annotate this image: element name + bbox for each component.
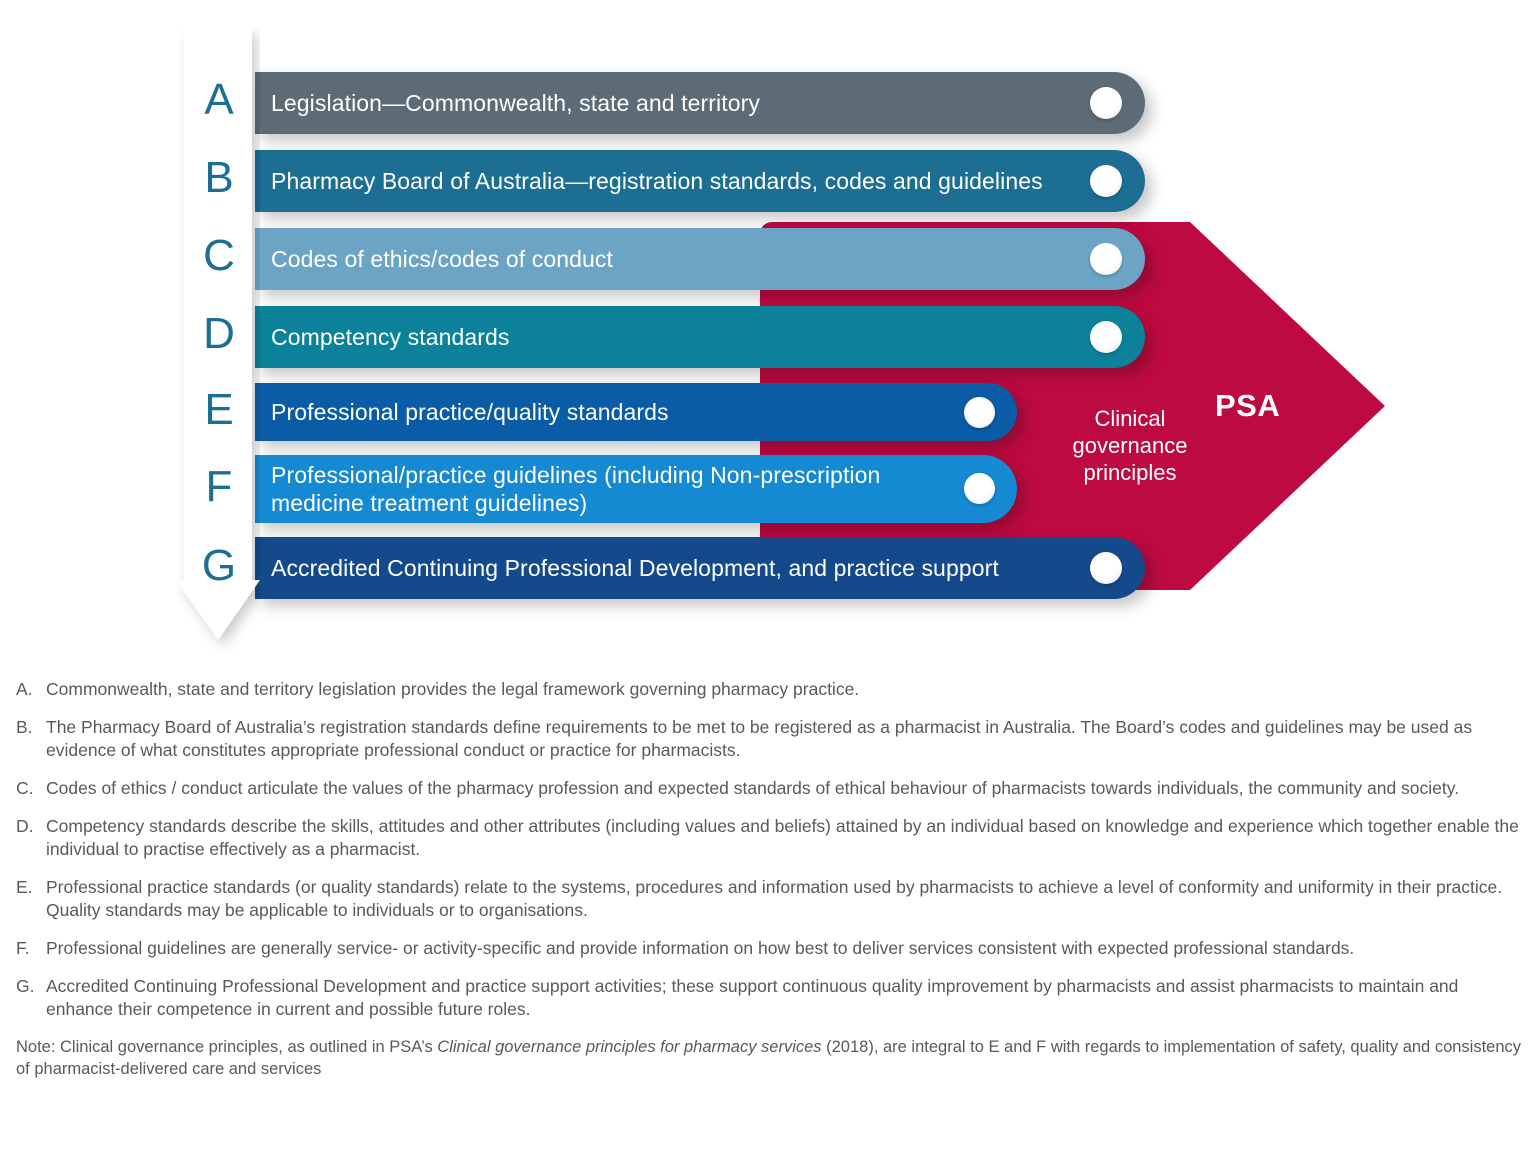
- note-body-b: The Pharmacy Board of Australia’s regist…: [46, 717, 1473, 760]
- note-key-d: D.: [16, 816, 34, 836]
- note-key-e: E.: [16, 877, 33, 897]
- framework-row-g[interactable]: Accredited Continuing Professional Devel…: [255, 537, 1145, 599]
- framework-row-d[interactable]: Competency standards: [255, 306, 1145, 368]
- framework-row-g-dot: [1090, 552, 1122, 584]
- framework-row-d-dot: [1090, 321, 1122, 353]
- note-key-b: B.: [16, 717, 33, 737]
- note-body-g: Accredited Continuing Professional Devel…: [46, 976, 1459, 1019]
- framework-row-f[interactable]: Professional/practice guidelines (includ…: [255, 455, 1017, 523]
- final-note-tail: (2018), are integral to E and F with reg…: [16, 1038, 1522, 1078]
- clinical-governance-principles-label: Clinical governance principles: [1072, 406, 1188, 485]
- row-letter-c: C: [203, 231, 235, 280]
- note-item-e: E. Professional practice standards (or q…: [16, 876, 1526, 922]
- framework-row-e[interactable]: Professional practice/quality standards: [255, 383, 1017, 441]
- row-letter-g: G: [201, 541, 237, 590]
- note-body-a: Commonwealth, state and territory legisl…: [46, 679, 860, 699]
- note-body-c: Codes of ethics / conduct articulate the…: [46, 778, 1460, 798]
- framework-row-e-label: Professional practice/quality standards: [271, 399, 669, 425]
- framework-row-f-dot: [964, 473, 995, 504]
- note-key-f: F.: [16, 938, 30, 958]
- framework-row-b[interactable]: Pharmacy Board of Australia—registration…: [255, 150, 1145, 212]
- note-key-a: A.: [16, 679, 33, 699]
- framework-row-g-label: Accredited Continuing Professional Devel…: [271, 555, 999, 581]
- note-body-d: Competency standards describe the skills…: [46, 816, 1519, 859]
- framework-row-f-label: Professional/practice guidelines (includ…: [271, 462, 881, 516]
- final-note-lead: Note: Clinical governance principles, as…: [16, 1038, 438, 1056]
- note-key-g: G.: [16, 976, 35, 996]
- note-body-e: Professional practice standards (or qual…: [46, 877, 1503, 920]
- framework-row-c[interactable]: Codes of ethics/codes of conduct: [255, 228, 1145, 290]
- governance-framework-diagram: PSA Clinical governance principles A B C…: [176, 28, 1385, 658]
- row-letter-b: B: [204, 153, 234, 202]
- note-body-f: Professional guidelines are generally se…: [46, 938, 1355, 958]
- framework-row-a-dot: [1090, 87, 1122, 119]
- framework-row-c-label: Codes of ethics/codes of conduct: [271, 246, 614, 272]
- row-letter-f: F: [205, 462, 233, 511]
- framework-row-c-dot: [1090, 243, 1122, 275]
- legend-notes: A. Commonwealth, state and territory leg…: [16, 678, 1526, 1080]
- note-item-a: A. Commonwealth, state and territory leg…: [16, 678, 1526, 701]
- note-key-c: C.: [16, 778, 34, 798]
- framework-row-b-label: Pharmacy Board of Australia—registration…: [271, 168, 1043, 194]
- row-letter-d: D: [203, 309, 235, 358]
- framework-row-e-dot: [964, 397, 995, 428]
- final-note-title: Clinical governance principles for pharm…: [437, 1038, 822, 1056]
- framework-row-d-label: Competency standards: [271, 324, 510, 350]
- row-letter-a: A: [204, 75, 234, 124]
- row-letter-e: E: [204, 385, 234, 434]
- note-item-d: D. Competency standards describe the ski…: [16, 815, 1526, 861]
- psa-label: PSA: [1215, 388, 1281, 423]
- final-note: Note: Clinical governance principles, as…: [16, 1036, 1526, 1080]
- note-item-g: G. Accredited Continuing Professional De…: [16, 975, 1526, 1021]
- framework-row-b-dot: [1090, 165, 1122, 197]
- left-spine-down-arrow: [176, 28, 260, 658]
- framework-row-a-label: Legislation—Commonwealth, state and terr…: [271, 90, 761, 116]
- note-item-c: C. Codes of ethics / conduct articulate …: [16, 777, 1526, 800]
- framework-row-a[interactable]: Legislation—Commonwealth, state and terr…: [255, 72, 1145, 134]
- note-item-b: B. The Pharmacy Board of Australia’s reg…: [16, 716, 1526, 762]
- note-item-f: F. Professional guidelines are generally…: [16, 937, 1526, 960]
